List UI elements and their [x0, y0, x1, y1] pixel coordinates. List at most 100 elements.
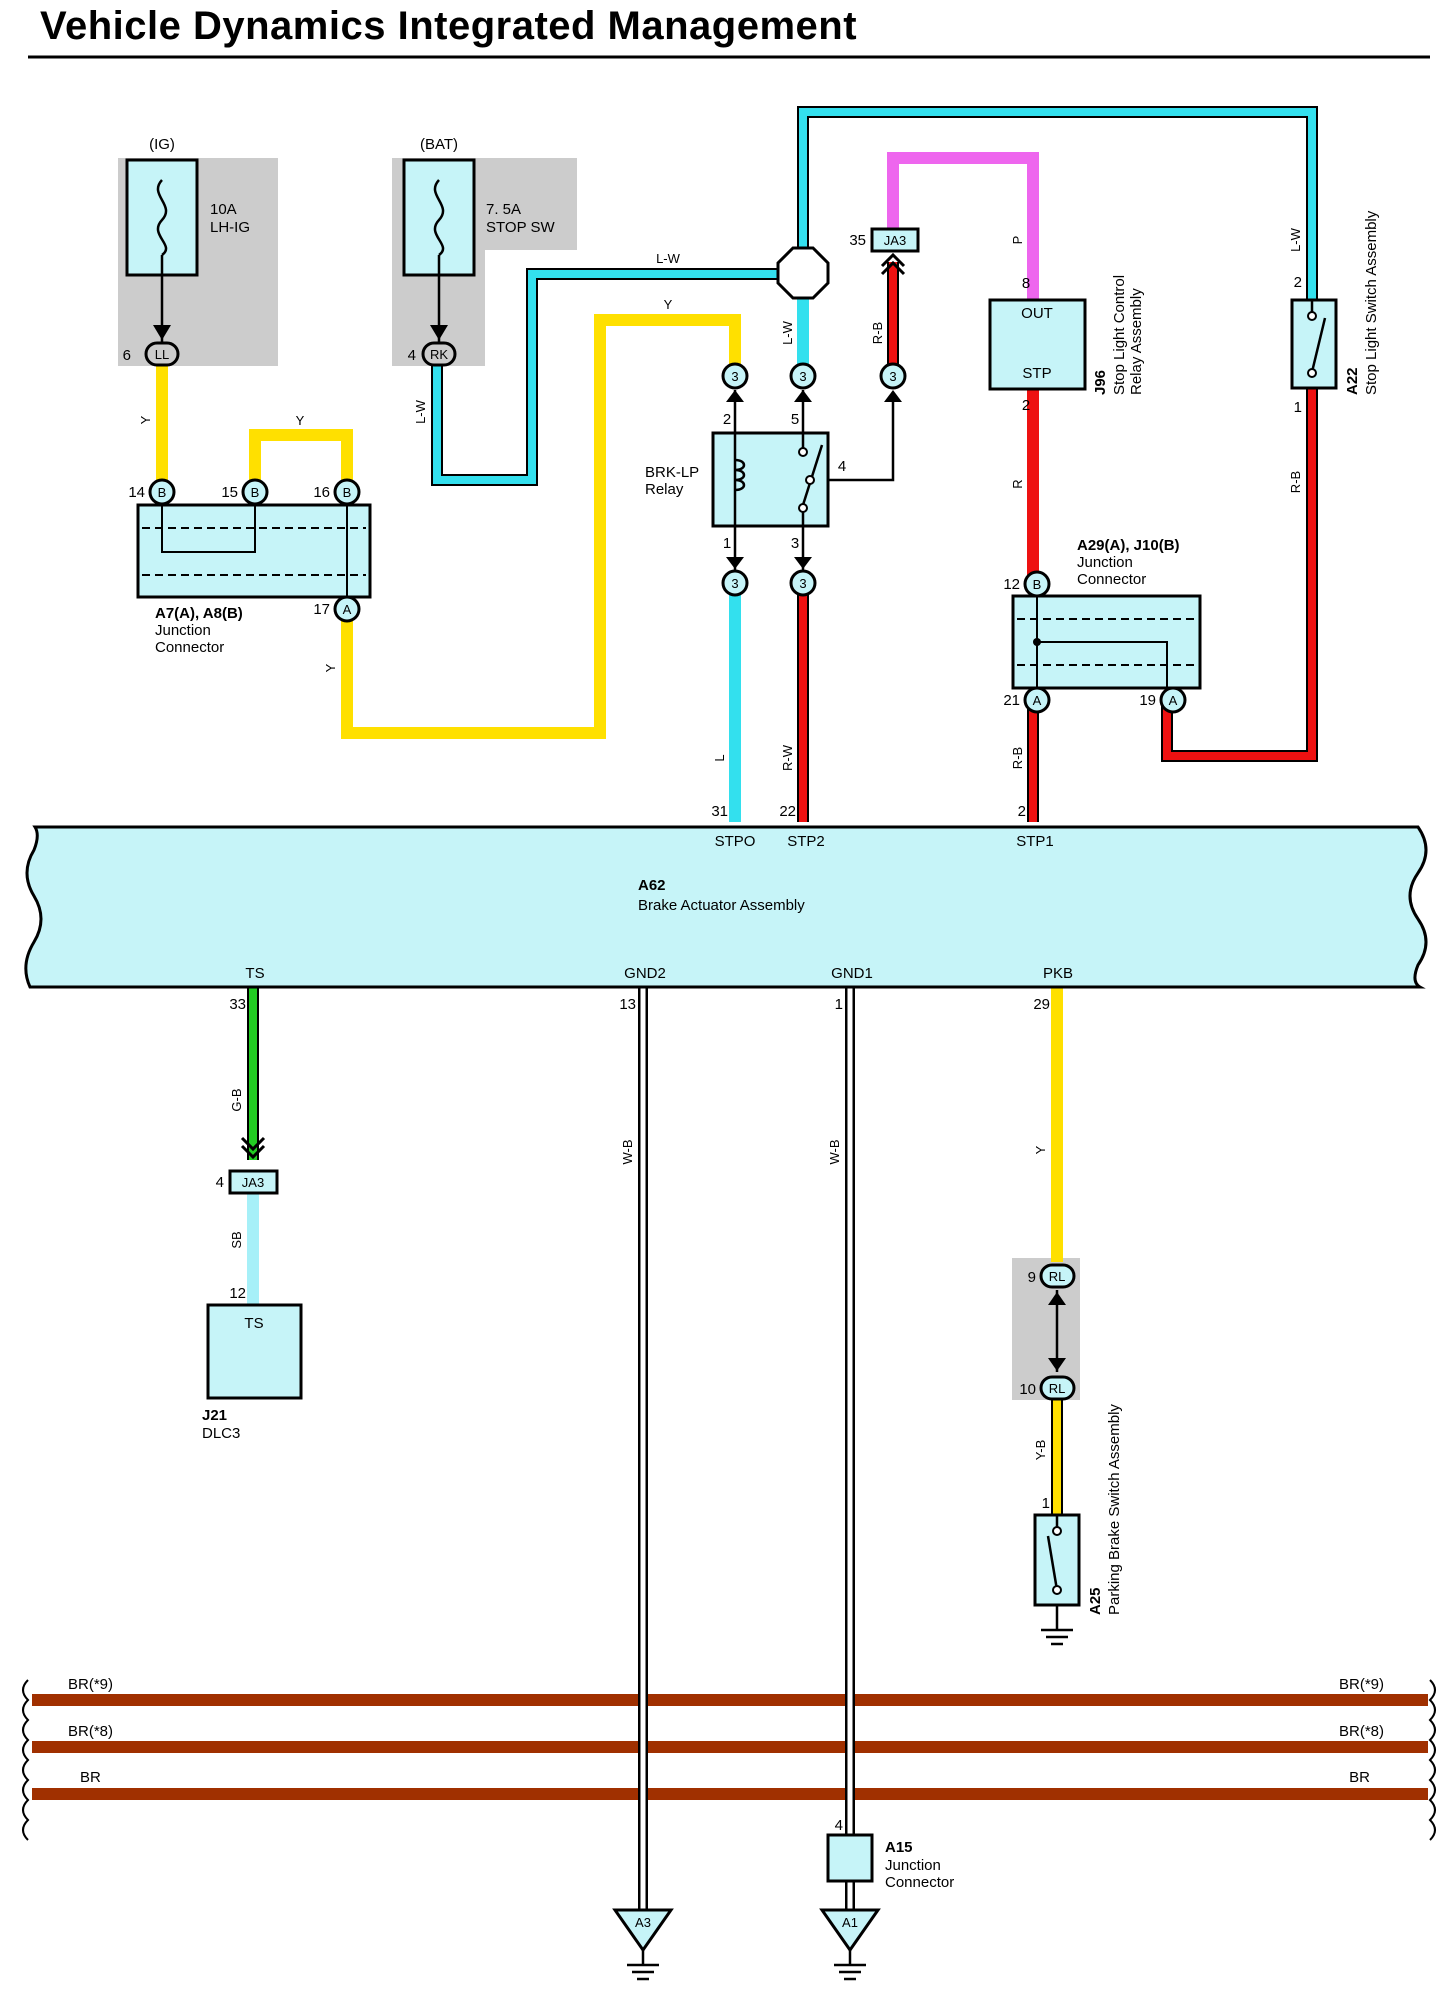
conn3-label-2: 3 — [731, 369, 738, 384]
a62-ts: TS — [245, 965, 264, 982]
brake-actuator-a62 — [24, 825, 1428, 989]
a15-name1: Junction — [885, 1857, 941, 1874]
stp-relay-id: J96 — [1092, 370, 1109, 395]
wire-label-y1: Y — [138, 415, 153, 424]
pin-a-17-label: A — [343, 602, 352, 617]
junction-a7-id: A7(A), A8(B) — [155, 605, 243, 622]
wire-label-wb1: W-B — [620, 1139, 635, 1164]
wire-label-lw3: L-W — [780, 320, 795, 345]
wire-label-p: P — [1010, 236, 1025, 245]
dlc-id: J21 — [202, 1407, 227, 1424]
conn3-label-4: 3 — [889, 369, 896, 384]
stop-switch-blade — [1310, 317, 1327, 373]
a62-gnd1: GND1 — [831, 965, 873, 982]
wire-rb2 — [1163, 385, 1316, 760]
wire-lw-top — [799, 108, 1316, 300]
a62-pin-1: 1 — [835, 996, 843, 1013]
fuse-ig-name: LH-IG — [210, 219, 250, 236]
wire-label-l: L — [712, 754, 727, 761]
junction-a7-name1: Junction — [155, 622, 211, 639]
conn-ja3-top — [870, 227, 920, 253]
pin-label-14: 14 — [128, 484, 145, 501]
a62-pin-33: 33 — [229, 996, 246, 1013]
dlc-pin-12: 12 — [229, 1285, 246, 1302]
conn-ja3-bottom — [228, 1169, 279, 1195]
pin-b-14-label: B — [158, 485, 167, 500]
junction-a29-int2 — [1037, 641, 1168, 688]
conn3-relay-5 — [789, 362, 817, 390]
relay-contact-bottom — [798, 503, 808, 513]
conn3-group — [721, 362, 907, 597]
wire-label-rb2: R-B — [1288, 471, 1303, 493]
pin-label-12: 12 — [1003, 576, 1020, 593]
relay-switch-blade — [801, 444, 824, 506]
harness-br8-left: BR(*8) — [68, 1723, 113, 1740]
stp-relay-stp: STP — [1022, 365, 1051, 382]
conn3-label-5: 3 — [799, 369, 806, 384]
a15-name2: Connector — [885, 1874, 954, 1891]
harness-br-right: BR — [1349, 1769, 1370, 1786]
arrow-relay-3 — [794, 557, 812, 569]
fuse-bat-rating: 7. 5A — [486, 201, 521, 218]
relay-pin-1: 1 — [723, 535, 731, 552]
wire-label-wb2: W-B — [827, 1139, 842, 1164]
conn-ll-label: LL — [155, 347, 169, 362]
ja3-top-arrow2 — [880, 260, 906, 276]
conn-rl-9-label: RL — [1049, 1269, 1066, 1284]
pin-label-15: 15 — [221, 484, 238, 501]
pin-a-21 — [1023, 686, 1051, 714]
pin-b-16-label: B — [343, 485, 352, 500]
conn-rl-9 — [1039, 1263, 1076, 1289]
stop-switch-id: A22 — [1344, 367, 1361, 395]
harness-brace-left — [22, 1679, 30, 1841]
wire-label-r: R — [1010, 479, 1025, 488]
relay-pin-4: 4 — [838, 458, 846, 475]
conn-rl-10 — [1039, 1375, 1076, 1401]
conn3-relay-2 — [721, 362, 749, 390]
ground-icon — [1041, 1628, 1073, 1646]
wire-lw-rk — [433, 270, 783, 484]
pbs-contact-top — [1052, 1526, 1062, 1536]
relay-name1: BRK-LP — [645, 464, 699, 481]
harness-brace-right — [1428, 1679, 1436, 1841]
harness-br-left: BR — [80, 1769, 101, 1786]
wire-p — [887, 152, 1039, 300]
conn-rk — [421, 341, 457, 367]
ja3-bottom-arrow2 — [240, 1144, 266, 1160]
pin-b-12 — [1023, 570, 1051, 598]
arrow-rl-10 — [1048, 1358, 1066, 1371]
fuse-bat-pin: 4 — [408, 347, 416, 364]
a62-name: Brake Actuator Assembly — [638, 897, 805, 914]
fuse-ig-arrow — [153, 325, 171, 340]
pin-a-21-label: A — [1033, 693, 1042, 708]
wire-y-relay — [341, 314, 741, 739]
pin-label-21: 21 — [1003, 692, 1020, 709]
a62-id: A62 — [638, 877, 666, 894]
wire-label-sb: SB — [229, 1231, 244, 1248]
fuse-ig-symbol — [156, 179, 168, 257]
junction-a29-name1: Junction — [1077, 554, 1133, 571]
pbs-name: Parking Brake Switch Assembly — [1106, 1404, 1123, 1615]
splice-hex — [776, 246, 830, 300]
dlc-name: DLC3 — [202, 1425, 240, 1442]
ja3-bottom-arrow1 — [240, 1136, 266, 1152]
stp-relay-name2: Relay Assembly — [1128, 288, 1145, 395]
wire-label-lw2: L-W — [656, 251, 681, 266]
wire-label-rw: R-W — [780, 744, 795, 771]
fuse-bat-source: (BAT) — [420, 136, 458, 153]
ground-icon — [627, 1963, 659, 1981]
wire-label-lw4: L-W — [1288, 227, 1303, 252]
a62-gnd2: GND2 — [624, 965, 666, 982]
pin-b-15 — [241, 478, 269, 506]
arrow-relay-2 — [726, 390, 744, 402]
fuse-ig-pin: 6 — [123, 347, 131, 364]
pin-label-16: 16 — [313, 484, 330, 501]
fuse-ig-rating: 10A — [210, 201, 237, 218]
page-title: Vehicle Dynamics Integrated Management — [40, 4, 858, 48]
conn3-relay-3 — [789, 569, 817, 597]
wire-label-yb: Y-B — [1033, 1440, 1048, 1460]
stp-relay-box — [988, 298, 1087, 391]
fuse-bat-name: STOP SW — [486, 219, 555, 236]
stp-relay-name1: Stop Light Control — [1111, 275, 1128, 395]
